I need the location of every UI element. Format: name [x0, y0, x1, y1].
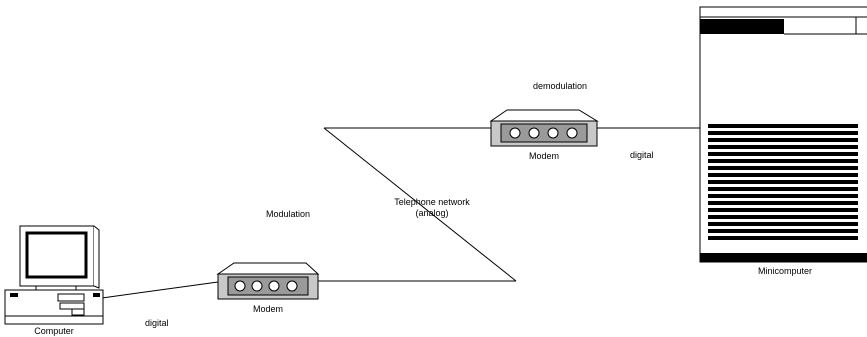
- telephone-network-line1: Telephone network: [394, 197, 470, 207]
- vent-bar: [708, 166, 858, 170]
- vent-bar: [708, 131, 858, 135]
- vent-bar: [708, 159, 858, 163]
- minicomputer-icon: [699, 6, 867, 263]
- vent-bar: [708, 145, 858, 149]
- demodulation-label: demodulation: [533, 81, 588, 91]
- minicomputer-label: Minicomputer: [757, 266, 813, 276]
- modem-right-label: Modem: [528, 151, 559, 161]
- modulation-label: Modulation: [266, 209, 311, 219]
- telephone-network-label: Telephone network (analog): [376, 197, 488, 219]
- vent-bar: [708, 194, 858, 198]
- vent-bar: [708, 236, 858, 240]
- vent-bar: [708, 201, 858, 205]
- telephone-network-diagonal: [323, 127, 517, 282]
- computer-label: Computer: [34, 326, 74, 336]
- computer-icon: [4, 225, 104, 325]
- digital-left-label: digital: [145, 318, 169, 328]
- vent-bar: [708, 222, 858, 226]
- modem-right-icon: [489, 109, 599, 147]
- vent-bar: [708, 208, 858, 212]
- modem-left-label: Modem: [252, 304, 283, 314]
- vent-bar: [708, 138, 858, 142]
- vent-bar: [708, 173, 858, 177]
- digital-right-label: digital: [630, 150, 654, 160]
- vent-bar: [708, 229, 858, 233]
- vent-bar: [708, 187, 858, 191]
- minicomputer-vent-bars: [708, 124, 858, 240]
- telephone-network-line2: (analog): [415, 208, 449, 218]
- modem-left-icon: [216, 262, 320, 300]
- vent-bar: [708, 180, 858, 184]
- vent-bar: [708, 124, 858, 128]
- link-computer-to-modem: [101, 281, 219, 299]
- vent-bar: [708, 215, 858, 219]
- vent-bar: [708, 152, 858, 156]
